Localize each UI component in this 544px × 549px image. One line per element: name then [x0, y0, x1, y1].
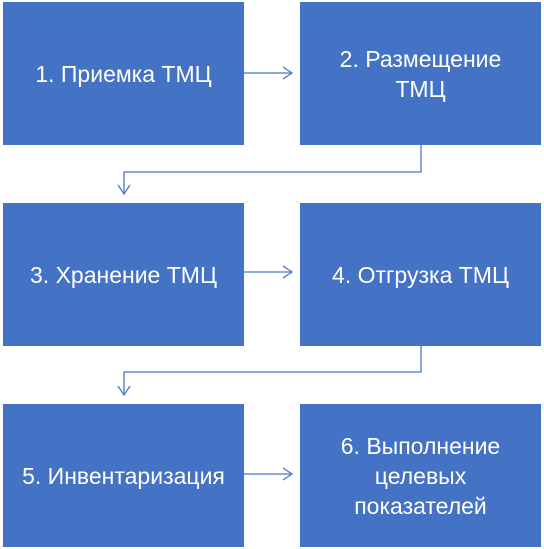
step-6-box: 6. Выполнение целевых показателей	[300, 404, 541, 547]
step-5-box: 5. Инвентаризация	[3, 404, 244, 547]
arrowhead-4-to-5	[117, 385, 131, 397]
arrowhead-2-to-3	[117, 184, 131, 196]
step-1-box: 1. Приемка ТМЦ	[3, 2, 244, 145]
step-5-label: 5. Инвентаризация	[22, 462, 225, 489]
step-3-box: 3. Хранение ТМЦ	[3, 203, 244, 346]
step-6-label: 6. Выполнение целевых показателей	[340, 432, 501, 519]
arrow-2-to-3	[123, 145, 422, 194]
step-4-label: 4. Отгрузка ТМЦ	[332, 261, 509, 288]
step-4-box: 4. Отгрузка ТМЦ	[300, 203, 541, 346]
step-2-box: 2. Размещение ТМЦ	[300, 2, 541, 145]
step-3-label: 3. Хранение ТМЦ	[30, 261, 217, 288]
arrowhead-1-to-2	[282, 66, 294, 80]
arrowhead-5-to-6	[282, 467, 294, 481]
step-2-label: 2. Размещение ТМЦ	[339, 45, 502, 102]
arrowhead-3-to-4	[282, 265, 294, 279]
step-1-label: 1. Приемка ТМЦ	[35, 60, 212, 87]
arrow-4-to-5	[123, 346, 422, 395]
